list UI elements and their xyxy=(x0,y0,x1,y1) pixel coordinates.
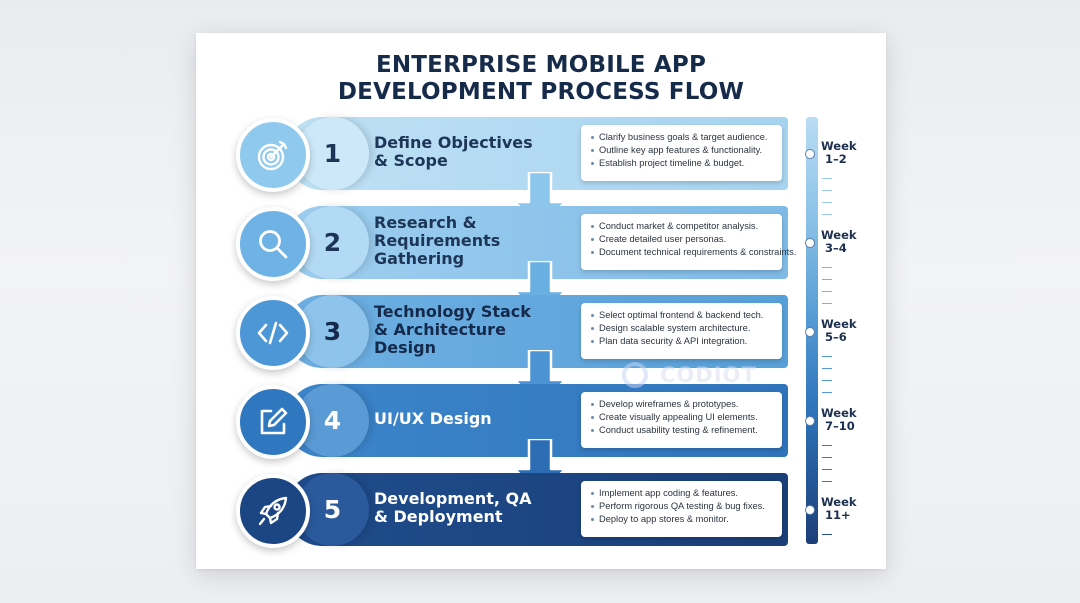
timeline-tick xyxy=(822,214,832,215)
target-icon xyxy=(256,138,290,172)
title-line-2: DEVELOPMENT PROCESS FLOW xyxy=(337,79,745,105)
step-icon-circle xyxy=(236,474,310,548)
step-title: Define Objectives& Scope xyxy=(374,134,574,170)
task-item: Clarify business goals & target audience… xyxy=(591,131,778,144)
timeline-tick xyxy=(822,469,832,470)
step-icon-circle xyxy=(236,296,310,370)
week-label-text: Week xyxy=(821,495,857,509)
timeline-marker xyxy=(805,149,815,159)
watermark-logo: CODIOT xyxy=(622,360,792,390)
timeline-tick xyxy=(822,481,832,482)
task-item: Create visually appealing UI elements. xyxy=(591,411,778,424)
timeline-tick xyxy=(822,190,832,191)
step-number: 3 xyxy=(323,317,342,346)
diagram-title: ENTERPRISE MOBILE APP DEVELOPMENT PROCES… xyxy=(196,52,886,106)
task-item: Create detailed user personas. xyxy=(591,233,778,246)
code-icon xyxy=(256,316,290,350)
task-item: Perform rigorous QA testing & bug fixes. xyxy=(591,500,778,513)
timeline-tick xyxy=(822,202,832,203)
timeline-tick xyxy=(822,380,832,381)
week-label-range: 1–2 xyxy=(825,152,847,166)
timeline-tick xyxy=(822,457,832,458)
task-list: Select optimal frontend & backend tech.D… xyxy=(581,303,782,359)
timeline-tick xyxy=(822,368,832,369)
step-number-circle: 4 xyxy=(296,384,369,457)
task-item: Document technical requirements & constr… xyxy=(591,246,796,259)
timeline-tick xyxy=(822,392,832,393)
step-title-line: & Architecture xyxy=(374,320,506,339)
step-title-line: Research & xyxy=(374,213,477,232)
step-icon-circle xyxy=(236,118,310,192)
step-number: 2 xyxy=(323,228,342,257)
step-title-line: UI/UX Design xyxy=(374,409,492,428)
step-title-line: Design xyxy=(374,338,436,357)
task-item: Select optimal frontend & backend tech. xyxy=(591,309,778,322)
task-list: Clarify business goals & target audience… xyxy=(581,125,782,181)
watermark-ring-icon xyxy=(622,362,648,388)
task-item: Establish project timeline & budget. xyxy=(591,157,778,170)
timeline-tick xyxy=(822,291,832,292)
task-list: Conduct market & competitor analysis.Cre… xyxy=(581,214,796,270)
task-list: Implement app coding & features.Perform … xyxy=(581,481,782,537)
timeline-tick xyxy=(822,279,832,280)
title-line-1: ENTERPRISE MOBILE APP xyxy=(375,52,707,78)
step-title-line: Technology Stack xyxy=(374,302,531,321)
step-title-line: Development, QA xyxy=(374,489,532,508)
step-icon-circle xyxy=(236,385,310,459)
task-item: Deploy to app stores & monitor. xyxy=(591,513,778,526)
step-number: 4 xyxy=(323,406,342,435)
step-title-line: Requirements xyxy=(374,231,501,250)
task-item: Plan data security & API integration. xyxy=(591,335,778,348)
step-title: UI/UX Design xyxy=(374,410,574,428)
step-title: Development, QA& Deployment xyxy=(374,490,574,526)
task-item: Design scalable system architecture. xyxy=(591,322,778,335)
watermark-text: CODIOT xyxy=(660,363,757,387)
task-item: Conduct usability testing & refinement. xyxy=(591,424,778,437)
week-label-text: Week xyxy=(821,139,857,153)
timeline-marker xyxy=(805,238,815,248)
week-label-text: Week xyxy=(821,406,857,420)
task-item: Conduct market & competitor analysis. xyxy=(591,220,778,233)
week-label-text: Week xyxy=(821,317,857,331)
timeline-marker xyxy=(805,416,815,426)
step-title-line: & Deployment xyxy=(374,507,503,526)
timeline-tick xyxy=(822,267,832,268)
task-list: Develop wireframes & prototypes.Create v… xyxy=(581,392,782,448)
week-label-range: 3–4 xyxy=(825,241,847,255)
week-label-text: Week xyxy=(821,228,857,242)
timeline-marker xyxy=(805,505,815,515)
timeline-tick xyxy=(822,178,832,179)
rocket-icon xyxy=(256,494,290,528)
timeline-tick xyxy=(822,303,832,304)
step-title-line: & Scope xyxy=(374,151,448,170)
edit-icon xyxy=(256,405,290,439)
week-label-range: 5–6 xyxy=(825,330,847,344)
task-item: Outline key app features & functionality… xyxy=(591,144,778,157)
timeline-tick xyxy=(822,356,832,357)
week-label-range: 11+ xyxy=(825,508,851,522)
timeline-tick xyxy=(822,445,832,446)
step-number: 5 xyxy=(323,495,342,524)
magnifier-icon xyxy=(256,227,290,261)
task-item: Implement app coding & features. xyxy=(591,487,778,500)
step-number: 1 xyxy=(323,139,342,168)
step-title-line: Gathering xyxy=(374,249,465,268)
step-title-line: Define Objectives xyxy=(374,133,533,152)
timeline-marker xyxy=(805,327,815,337)
task-item: Develop wireframes & prototypes. xyxy=(591,398,778,411)
step-icon-circle xyxy=(236,207,310,281)
timeline-tick xyxy=(822,534,832,535)
week-label-range: 7–10 xyxy=(825,419,855,433)
